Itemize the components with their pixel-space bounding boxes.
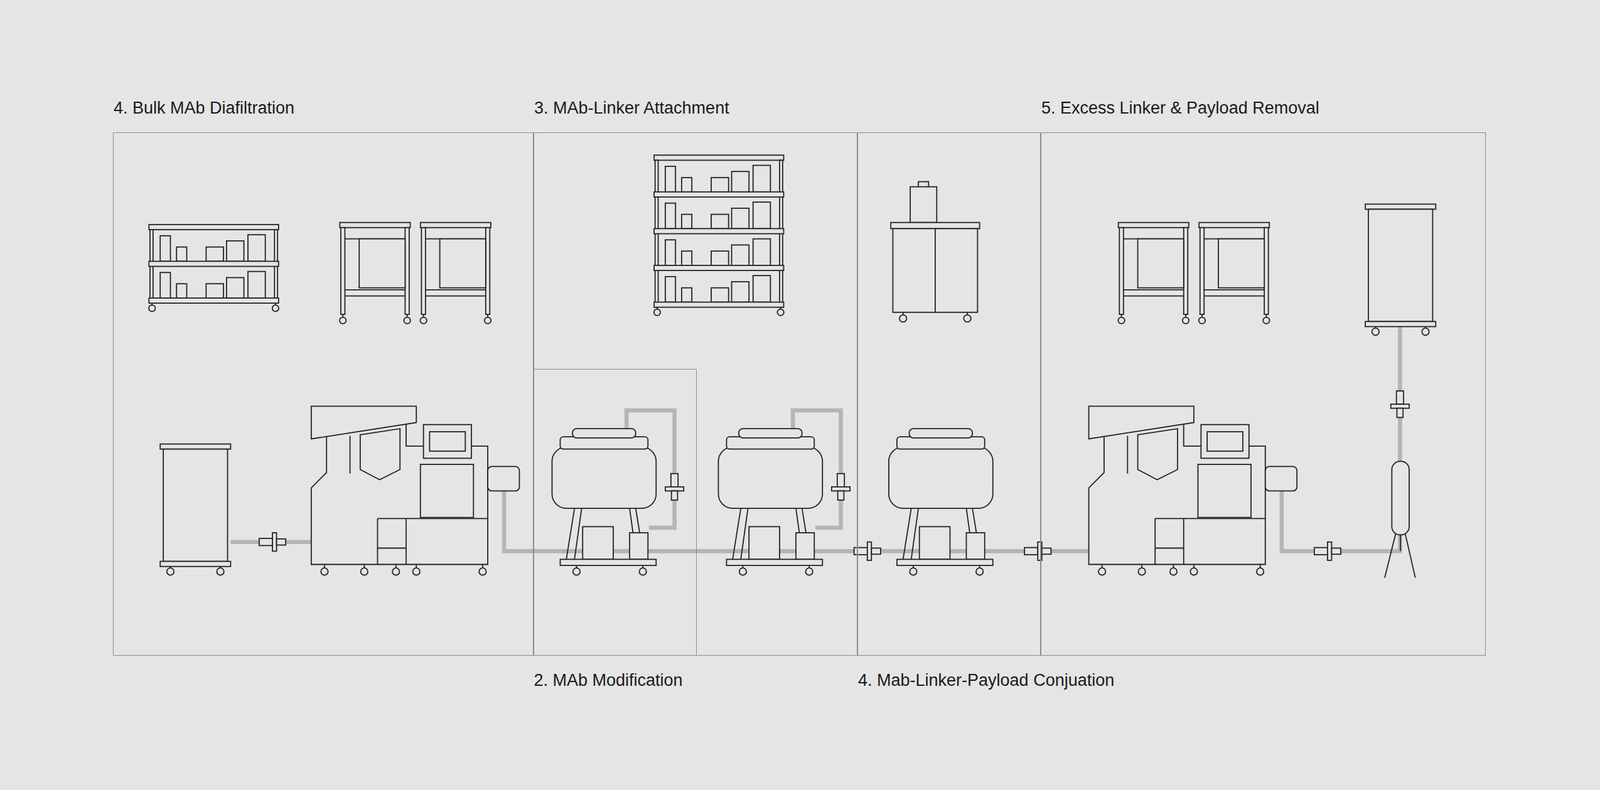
illustration-part <box>888 428 994 575</box>
illustration-part <box>654 275 784 307</box>
illustration-part <box>148 234 279 267</box>
illustration-part <box>272 305 279 312</box>
illustration-part <box>899 315 907 323</box>
illustration-part <box>148 305 156 312</box>
illustration-part <box>311 406 520 575</box>
vessels <box>551 428 993 575</box>
illustration-part <box>1198 222 1270 324</box>
tall-carts <box>160 204 1436 575</box>
illustration-part <box>654 165 784 198</box>
process-region: 3. MAb-Linker Attachment2. MAb Modificat… <box>533 132 858 656</box>
illustration-part <box>1117 222 1189 324</box>
region-heading: 4. Bulk MAb Diafiltration <box>113 97 533 119</box>
illustration-part <box>665 473 684 501</box>
illustration-part <box>1089 406 1298 575</box>
illustration-part <box>654 239 784 271</box>
illustration-part <box>1391 461 1410 535</box>
illustration-part <box>654 155 784 161</box>
region-heading: 2. MAb Modification <box>534 670 697 691</box>
illustration-part <box>777 309 784 316</box>
illustration-part <box>718 428 823 575</box>
illustration-part <box>1314 542 1341 561</box>
illustration-part <box>339 222 411 324</box>
illustration-part <box>1404 529 1416 579</box>
carts <box>339 222 1270 324</box>
filter-capsule <box>1384 461 1416 578</box>
tff-skids <box>311 406 1297 575</box>
illustration-part <box>551 428 656 575</box>
illustration-part <box>1365 204 1436 336</box>
illustration-part <box>1390 391 1410 418</box>
region-heading: 5. Excess Linker & Payload Removal <box>1041 97 1486 119</box>
cabinet <box>890 182 980 323</box>
illustration-part <box>890 222 980 230</box>
process-region: 5. Excess Linker & Payload Removal <box>1040 132 1486 656</box>
illustration-part <box>1384 529 1398 579</box>
process-region: 4. Bulk MAb Diafiltration <box>112 132 534 656</box>
illustration-part <box>910 187 937 223</box>
illustration-part <box>259 532 286 552</box>
illustration-part <box>892 228 978 312</box>
illustration-part <box>148 271 279 304</box>
illustration-part <box>934 228 936 312</box>
process-region: 4. Mab-Linker-Payload Conjuation <box>857 132 1041 656</box>
region-heading: 4. Mab-Linker-Payload Conjuation <box>858 670 1041 691</box>
illustration-part <box>963 315 971 323</box>
illustration-part <box>654 202 784 234</box>
illustration-part <box>160 444 231 576</box>
shelf-rack <box>654 155 784 316</box>
illustration-part <box>148 224 279 230</box>
shelf-rack <box>148 224 279 312</box>
region-heading: 3. MAb-Linker Attachment <box>534 97 857 119</box>
illustration-part <box>419 222 491 324</box>
process-region: 2. MAb Modification <box>533 369 697 656</box>
illustration-part <box>1024 542 1051 561</box>
illustration-part <box>831 473 850 501</box>
fittings <box>259 391 1410 561</box>
pipe <box>1281 327 1401 552</box>
illustration-part <box>654 309 661 316</box>
